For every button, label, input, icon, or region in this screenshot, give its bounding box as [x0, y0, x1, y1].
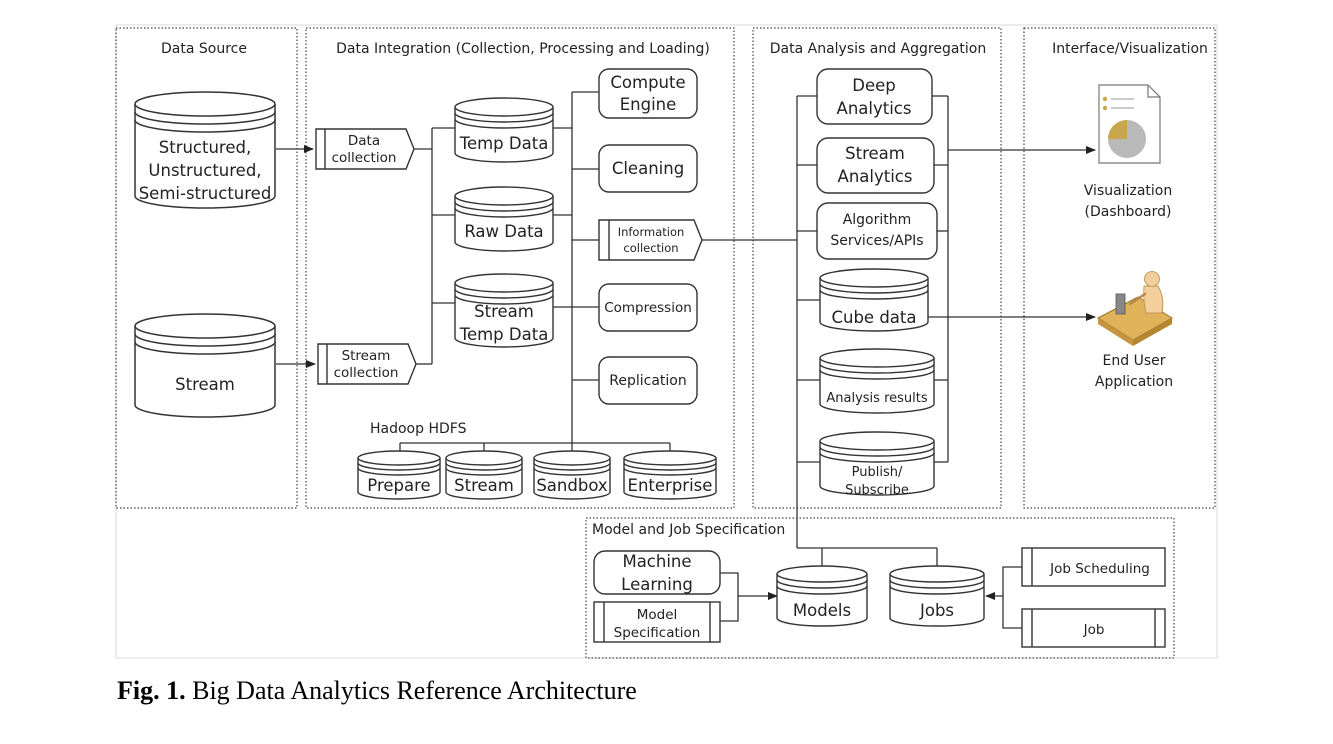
panel-model-job — [585, 517, 1175, 659]
stream-temp-data-label-2: Temp Data — [459, 325, 549, 344]
stream-analytics-label-2: Analytics — [838, 167, 913, 186]
algorithm-services-label-2: Services/APIs — [830, 233, 923, 249]
hdfs-sandbox-cylinder — [533, 450, 611, 500]
hdfs-item-prepare: Prepare — [367, 476, 430, 495]
stream-analytics-label-1: Stream — [845, 144, 905, 163]
hdfs-item-sandbox: Sandbox — [536, 476, 608, 495]
information-collection-label-1: Information — [618, 225, 685, 239]
visualization-label-1: Visualization — [1084, 183, 1172, 199]
section-title-model-job: Model and Job Specification — [592, 522, 785, 538]
raw-data-label: Raw Data — [464, 222, 543, 241]
cleaning-box — [598, 144, 698, 193]
architecture-diagram: Data Source Data Integration (Collection… — [115, 24, 1218, 659]
cube-data-label: Cube data — [831, 308, 916, 327]
stream-source-cylinder — [134, 313, 276, 418]
structured-source-label-1: Structured, — [159, 138, 251, 157]
panel-interface — [1023, 27, 1216, 509]
job-scheduling-box — [1021, 547, 1166, 587]
dashboard-document-icon — [1098, 84, 1161, 164]
deep-analytics-label-2: Analytics — [837, 99, 912, 118]
information-collection-shape — [598, 219, 703, 261]
jobs-label: Jobs — [919, 601, 954, 620]
stream-collection-shape — [317, 343, 417, 385]
job-label: Job — [1083, 622, 1105, 638]
end-user-desk-icon — [1096, 271, 1173, 346]
publish-subscribe-label-1: Publish/ — [852, 465, 903, 480]
stream-collection-label-1: Stream — [342, 348, 391, 364]
jobs-cylinder — [889, 565, 985, 627]
information-collection-label-2: collection — [623, 241, 678, 255]
connector-lines — [276, 91, 1096, 629]
machine-learning-label-1: Machine — [622, 552, 691, 571]
stream-source-label: Stream — [175, 375, 235, 394]
deep-analytics-label-1: Deep — [852, 76, 895, 95]
panel-data-source — [115, 27, 298, 509]
algorithm-services-label-1: Algorithm — [843, 212, 912, 228]
cleaning-label: Cleaning — [612, 159, 684, 178]
raw-data-cylinder — [454, 186, 554, 252]
section-title-data-integration: Data Integration (Collection, Processing… — [336, 41, 710, 57]
hadoop-hdfs-label: Hadoop HDFS — [370, 421, 467, 437]
stream-temp-data-label-1: Stream — [474, 302, 534, 321]
compression-label: Compression — [604, 300, 692, 316]
structured-source-label-3: Semi-structured — [139, 184, 272, 203]
models-label: Models — [793, 601, 851, 620]
deep-analytics-box — [816, 68, 933, 125]
model-specification-box — [593, 601, 721, 643]
hdfs-item-stream: Stream — [454, 476, 514, 495]
end-user-label-1: End User — [1103, 353, 1166, 369]
visualization-label-2: (Dashboard) — [1085, 204, 1172, 220]
panel-data-analysis — [752, 27, 1002, 509]
hdfs-item-enterprise: Enterprise — [628, 476, 713, 495]
job-box — [1021, 608, 1166, 648]
compute-engine-box — [598, 68, 698, 119]
machine-learning-box — [593, 550, 721, 595]
figure-caption: Fig. 1. Big Data Analytics Reference Arc… — [117, 676, 637, 706]
analysis-results-label: Analysis results — [826, 391, 927, 406]
cube-data-cylinder — [819, 268, 929, 332]
figure-caption-label: Fig. 1. — [117, 676, 186, 705]
structured-data-source-cylinder — [134, 91, 276, 209]
stream-analytics-box — [816, 137, 935, 194]
structured-source-label-2: Unstructured, — [148, 161, 261, 180]
models-cylinder — [776, 565, 868, 627]
panel-data-integration — [305, 27, 735, 509]
figure-caption-text: Big Data Analytics Reference Architectur… — [185, 676, 637, 705]
stream-collection-label-2: collection — [334, 365, 399, 381]
data-collection-label-2: collection — [332, 150, 397, 166]
data-collection-shape — [315, 128, 415, 170]
hdfs-prepare-cylinder — [357, 450, 441, 500]
stream-temp-data-cylinder — [454, 273, 554, 348]
algorithm-services-box — [816, 202, 938, 260]
analysis-results-cylinder — [819, 348, 935, 414]
compression-box — [598, 283, 698, 332]
replication-box — [598, 356, 698, 405]
machine-learning-label-2: Learning — [621, 575, 693, 594]
model-specification-label-1: Model — [637, 607, 678, 623]
replication-label: Replication — [609, 373, 686, 389]
compute-engine-label-1: Compute — [610, 73, 685, 92]
section-title-data-analysis: Data Analysis and Aggregation — [770, 41, 987, 57]
temp-data-label: Temp Data — [459, 134, 549, 153]
temp-data-cylinder — [454, 97, 554, 163]
hdfs-stream-cylinder — [445, 450, 523, 500]
hdfs-enterprise-cylinder — [623, 450, 717, 500]
model-specification-label-2: Specification — [614, 625, 701, 641]
publish-subscribe-label-2: Subscribe — [845, 483, 909, 498]
end-user-label-2: Application — [1095, 374, 1173, 390]
job-scheduling-label: Job Scheduling — [1049, 561, 1150, 577]
publish-subscribe-cylinder — [819, 431, 935, 496]
section-title-interface: Interface/Visualization — [1052, 41, 1208, 57]
compute-engine-label-2: Engine — [620, 95, 677, 114]
data-collection-label-1: Data — [348, 133, 380, 149]
section-title-data-source: Data Source — [161, 41, 247, 57]
